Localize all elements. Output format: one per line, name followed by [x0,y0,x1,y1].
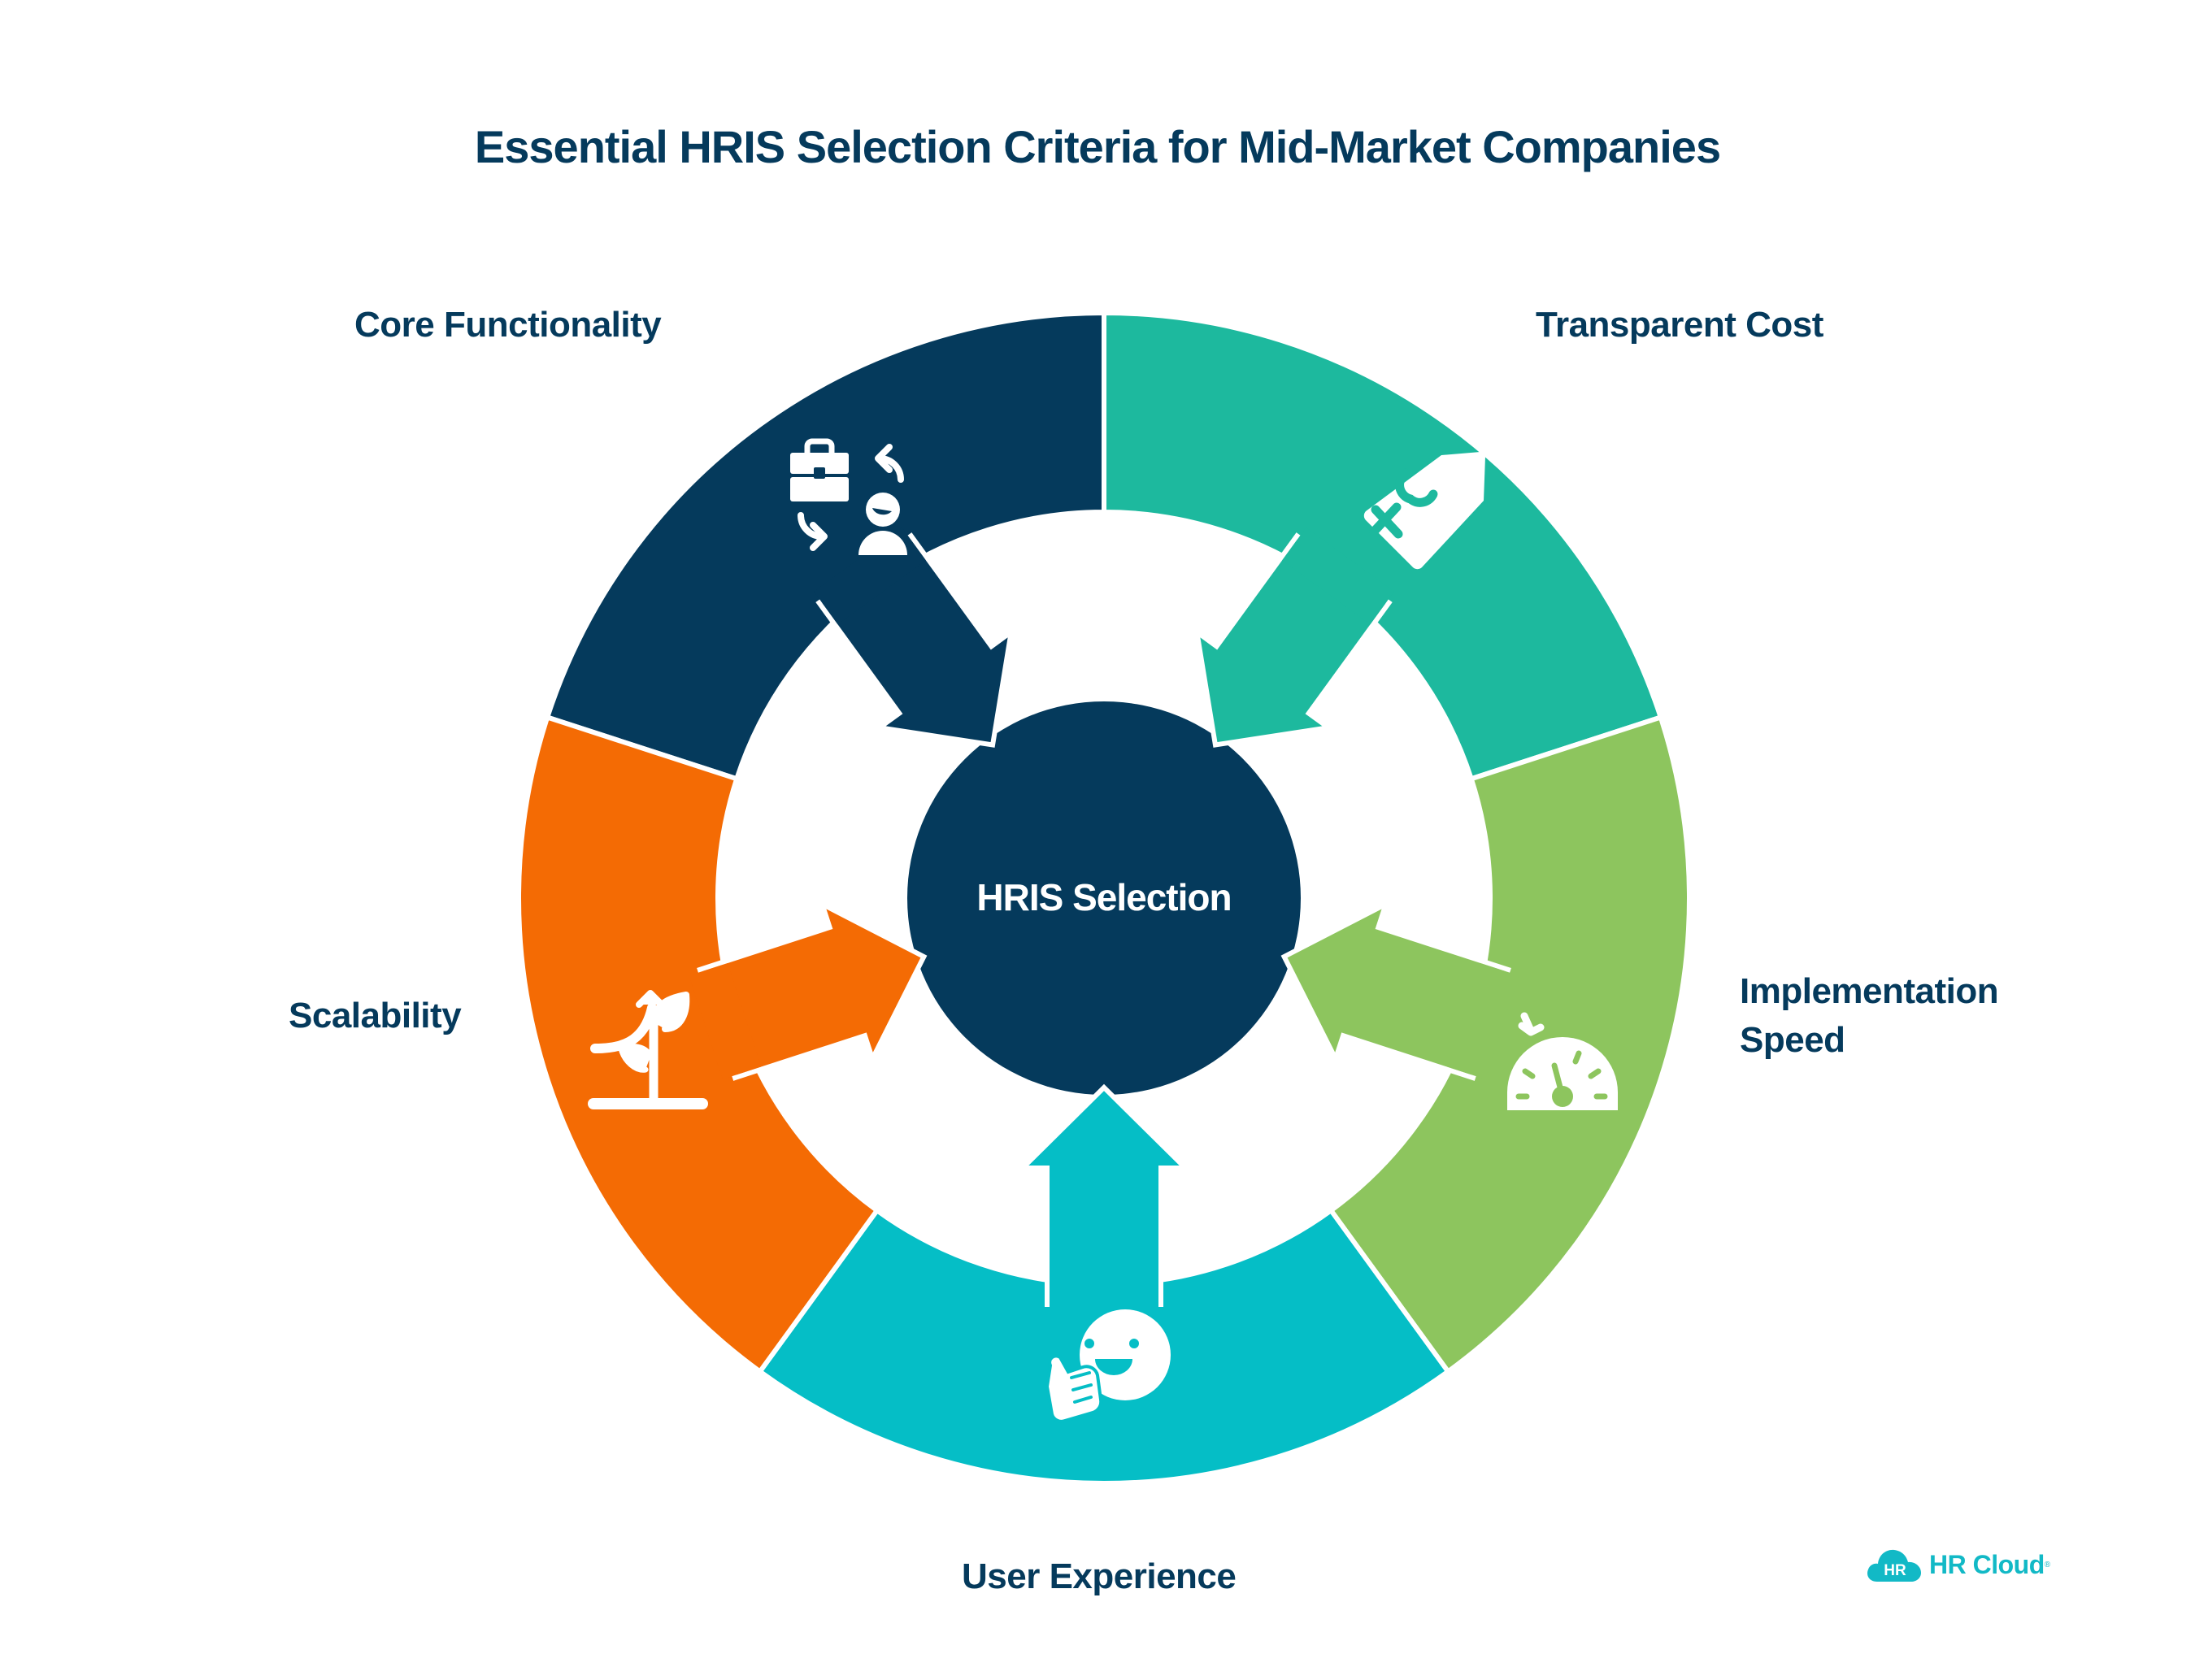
arrow-base-transparent-cost [1282,527,1394,625]
label-implementation-speed-line1: Implementation [1740,971,1999,1011]
label-implementation-speed-line2: Speed [1740,1020,1845,1060]
hr-cloud-logo: HR HR Cloud® [1866,1544,2050,1585]
smiley-thumbs-up-icon [1045,1309,1171,1423]
label-implementation-speed: Implementation Speed [1740,967,1999,1065]
label-core-functionality: Core Functionality [354,305,662,345]
logo-registered-mark: ® [2044,1560,2051,1569]
price-tag-icon [1363,452,1485,570]
segment-implementation-speed [1328,714,1692,1375]
arrow-implementation-speed [1280,899,1511,1081]
growth-plant-icon [588,990,708,1109]
label-transparent-cost: Transparent Cost [1536,305,1823,345]
cloud-icon: HR [1867,1549,1921,1582]
segment-scalability [516,714,880,1375]
arrow-base-user-experience [1050,1276,1158,1317]
page-title: Essential HRIS Selection Criteria for Mi… [474,121,1721,172]
logo-text: HR Cloud [1929,1549,2045,1579]
arrow-base-scalability [689,962,762,1079]
label-scalability: Scalability [289,996,462,1035]
logo-badge-text: HR [1884,1562,1906,1579]
speedometer-icon [1507,1012,1618,1110]
center-label: HRIS Selection [976,876,1232,918]
segment-core-functionality [544,310,1106,782]
briefcase-person-exchange-icon [790,438,907,555]
label-user-experience: User Experience [962,1556,1237,1596]
center-circle [907,701,1301,1095]
arrow-scalability [697,899,928,1081]
arrow-base-implementation-speed [1446,962,1519,1079]
arrow-user-experience [1016,1083,1192,1307]
segment-transparent-cost [1102,310,1664,782]
